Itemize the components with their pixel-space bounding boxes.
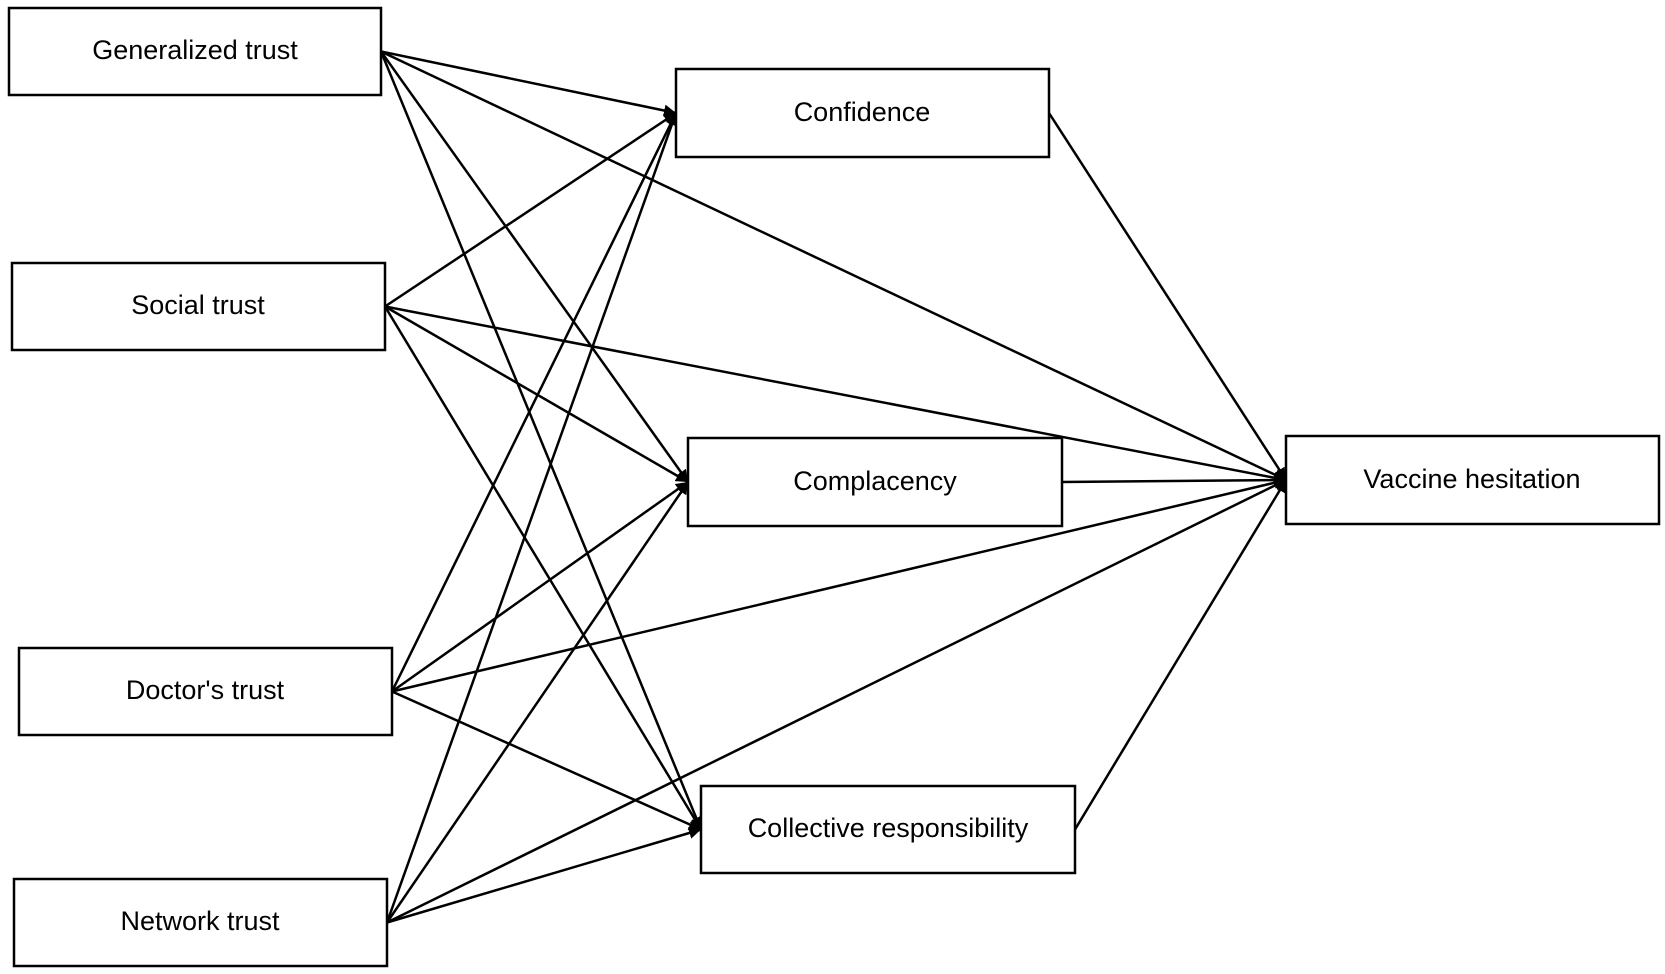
node-collective-responsibility: Collective responsibility — [699, 784, 1077, 875]
edge-network-trust-to-collective-responsibility — [386, 827, 702, 924]
node-social-trust: Social trust — [10, 261, 387, 352]
node-label: Doctor's trust — [126, 675, 285, 705]
edge-social-trust-to-confidence — [384, 111, 677, 308]
edge-collective-responsibility-to-vaccine-hesitation — [1073, 479, 1288, 831]
node-label: Social trust — [131, 290, 265, 320]
node-label: Vaccine hesitation — [1363, 464, 1580, 494]
edge-network-trust-to-confidence — [385, 112, 678, 923]
edge-generalized-trust-to-vaccine-hesitation — [380, 50, 1287, 482]
node-vaccine-hesitation: Vaccine hesitation — [1284, 434, 1661, 526]
edge-doctors-trust-to-complacency — [391, 480, 689, 693]
edges-layer — [379, 50, 1288, 924]
node-label: Complacency — [793, 466, 957, 496]
node-label: Network trust — [120, 906, 280, 936]
edge-confidence-to-vaccine-hesitation — [1047, 112, 1288, 481]
node-confidence: Confidence — [674, 67, 1051, 159]
edge-social-trust-to-vaccine-hesitation — [384, 305, 1287, 484]
edge-doctors-trust-to-confidence — [390, 112, 678, 693]
edge-network-trust-to-vaccine-hesitation — [386, 478, 1287, 924]
edge-network-trust-to-complacency — [385, 481, 690, 924]
node-label: Generalized trust — [92, 35, 298, 65]
node-generalized-trust: Generalized trust — [7, 6, 383, 97]
edge-doctors-trust-to-vaccine-hesitation — [391, 476, 1287, 693]
node-complacency: Complacency — [686, 436, 1064, 528]
edge-doctors-trust-to-collective-responsibility — [391, 690, 702, 831]
node-label: Collective responsibility — [748, 813, 1029, 843]
edge-social-trust-to-collective-responsibility — [383, 305, 703, 831]
node-network-trust: Network trust — [12, 877, 389, 968]
node-doctors-trust: Doctor's trust — [17, 646, 394, 737]
edge-generalized-trust-to-confidence — [380, 50, 677, 117]
node-label: Confidence — [794, 97, 931, 127]
nodes-layer: Generalized trust Social trust Doctor's … — [7, 6, 1661, 968]
edge-generalized-trust-to-collective-responsibility — [379, 51, 703, 830]
edge-social-trust-to-complacency — [384, 305, 689, 484]
edge-complacency-to-vaccine-hesitation — [1061, 474, 1287, 487]
edge-generalized-trust-to-complacency — [379, 50, 690, 483]
